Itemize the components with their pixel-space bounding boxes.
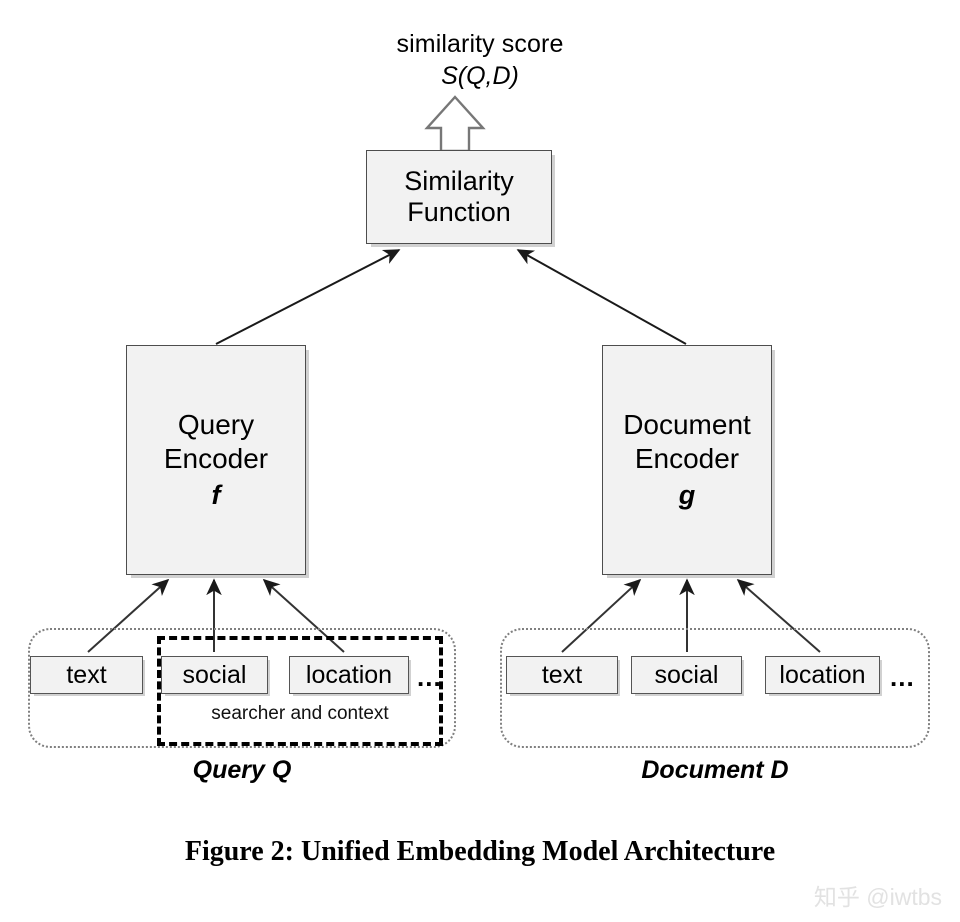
arrow-query-encoder-to-similarity (215, 249, 401, 345)
query-feature-ellipsis: ... (417, 662, 442, 692)
similarity-function-line1: Similarity (404, 165, 514, 196)
document-feature-text-label: text (541, 660, 583, 689)
query-group-label: Query Q (192, 756, 292, 784)
query-encoder-symbol: f (211, 480, 221, 511)
document-feature-location-label: location (779, 660, 866, 689)
document-group-container (500, 628, 930, 748)
document-feature-location[interactable]: location (765, 656, 880, 694)
query-feature-social-label: social (182, 660, 247, 689)
arrow-query-text-to-encoder (87, 578, 170, 653)
query-feature-text-label: text (66, 660, 107, 689)
document-group-label: Document D (641, 756, 789, 784)
similarity-function-line2: Function (407, 197, 511, 227)
figure-caption: Figure 2: Unified Embedding Model Archit… (184, 836, 776, 867)
arrow-document-encoder-to-similarity (516, 249, 687, 345)
document-feature-text[interactable]: text (506, 656, 618, 694)
arrow-document-location-to-encoder (736, 578, 821, 653)
query-feature-location[interactable]: location (289, 656, 409, 694)
similarity-score-formula: S(Q,D) (441, 62, 519, 90)
document-feature-ellipsis: ... (890, 662, 915, 692)
query-group-container (28, 628, 456, 748)
query-encoder-line2: Encoder (163, 442, 269, 474)
document-encoder-line2: Encoder (634, 442, 740, 474)
arrow-query-location-to-encoder (262, 578, 345, 653)
query-feature-location-label: location (305, 660, 393, 689)
arrow-document-text-to-encoder (561, 578, 642, 653)
query-encoder-line1: Query (177, 409, 255, 441)
query-feature-text[interactable]: text (30, 656, 143, 694)
watermark: 知乎 @iwtbs (813, 884, 942, 910)
document-encoder-symbol: g (678, 480, 696, 511)
similarity-function-box[interactable]: Similarity Function (366, 150, 552, 244)
document-feature-social-label: social (654, 660, 719, 689)
document-encoder-line1: Document (623, 409, 751, 441)
up-block-arrow-icon (424, 95, 486, 153)
similarity-score-label: similarity score (396, 30, 564, 58)
document-encoder-box[interactable]: Document Encoder g (602, 345, 772, 575)
searcher-and-context-label: searcher and context (211, 703, 389, 724)
searcher-and-context-group (157, 636, 443, 746)
document-feature-social[interactable]: social (631, 656, 742, 694)
query-encoder-box[interactable]: Query Encoder f (126, 345, 306, 575)
query-feature-social[interactable]: social (161, 656, 268, 694)
